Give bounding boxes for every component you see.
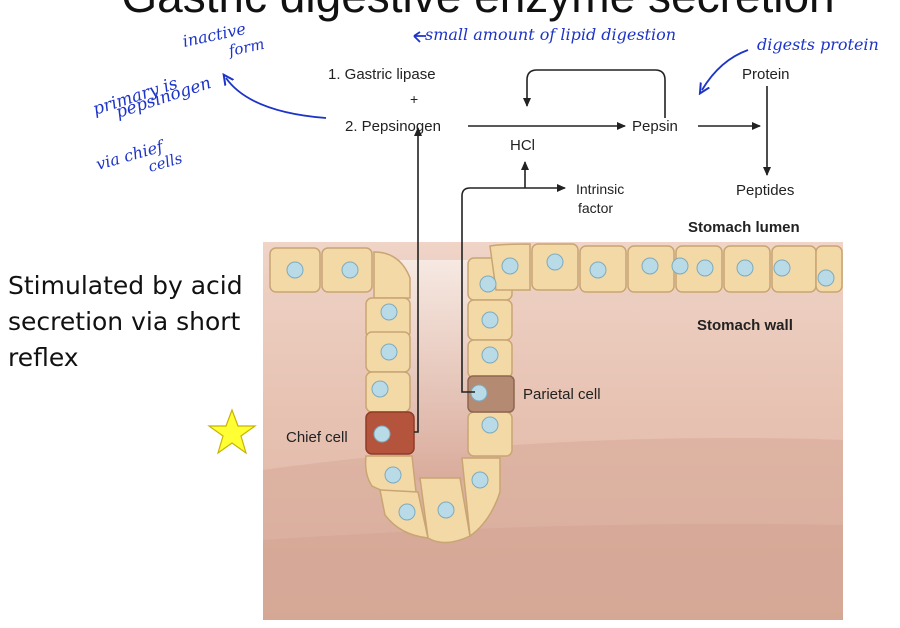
label-pepsin: Pepsin <box>632 118 678 135</box>
label-protein: Protein <box>742 66 790 83</box>
label-intrinsic-factor-2: factor <box>578 200 613 216</box>
annotation-inactive-arrow <box>226 78 327 119</box>
annotation-small-lipid-arrow <box>413 31 426 43</box>
label-chief-cell: Chief cell <box>286 429 348 446</box>
pathway-arrows <box>414 69 771 433</box>
gastric-pit <box>400 260 480 485</box>
cell-nuclei <box>286 253 835 521</box>
label-intrinsic-factor-1: Intrinsic <box>576 181 624 197</box>
annotation-digests-protein: digests protein <box>757 35 879 54</box>
label-peptides: Peptides <box>736 182 794 199</box>
label-parietal-cell: Parietal cell <box>523 386 601 403</box>
star-icon <box>207 408 257 455</box>
label-plus: + <box>410 91 418 107</box>
label-stomach-wall: Stomach wall <box>697 317 793 334</box>
annotation-small-lipid: small amount of lipid digestion <box>425 25 676 44</box>
label-pepsinogen: 2. Pepsinogen <box>345 118 441 135</box>
label-gastric-lipase: 1. Gastric lipase <box>328 66 436 83</box>
slide-title: Gastric digestive enzyme secretion <box>121 0 834 22</box>
label-hcl: HCl <box>510 137 535 154</box>
annotation-digests-arrow <box>702 49 749 90</box>
side-note: Stimulated by acid secretion via short r… <box>8 271 243 372</box>
label-stomach-lumen: Stomach lumen <box>688 219 800 236</box>
